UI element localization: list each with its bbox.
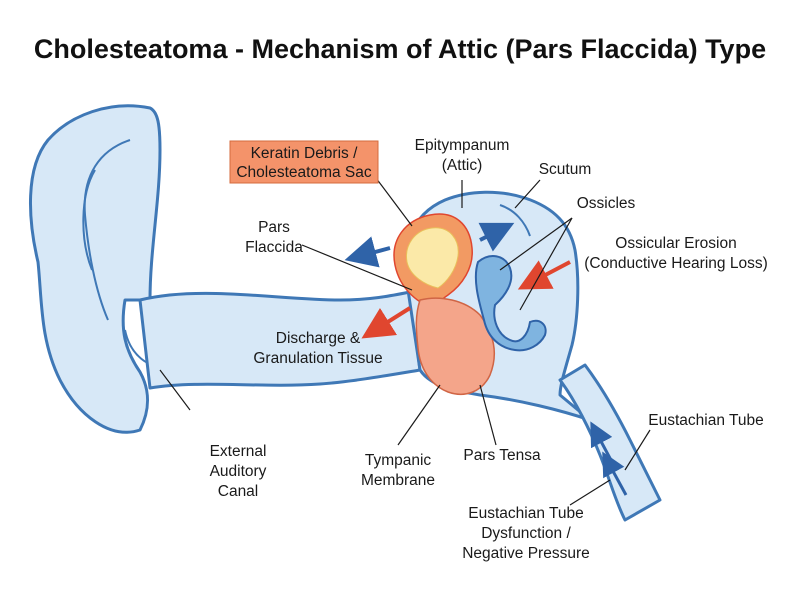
expansion-arrow-left [344,236,391,268]
label-scutum: Scutum [539,161,592,178]
label-keratin-1: Keratin Debris / [251,145,359,162]
tympanic-membrane [415,297,496,396]
eustachian-flow-arrow-1 [602,451,628,496]
pinna [29,104,166,434]
label-ossicular-erosion-2: (Conductive Hearing Loss) [584,255,768,272]
label-tympanic-1: Tympanic [365,452,432,469]
cholesteatoma-sac [393,213,473,309]
label-pars-flaccida-1: Pars [258,219,290,236]
label-etd-1: Eustachian Tube [468,505,583,522]
label-epitympanum-1: Epitympanum [415,137,510,154]
ossicles [474,255,547,352]
expansion-arrow-right [478,222,515,252]
discharge-arrow [361,306,412,339]
label-pars-flaccida-2: Flaccida [245,239,303,256]
label-ossicles: Ossicles [577,195,636,212]
label-etd-3: Negative Pressure [462,545,590,562]
label-keratin-2: Cholesteatoma Sac [236,164,372,181]
label-eac-3: Canal [218,483,259,500]
label-discharge-2: Granulation Tissue [253,350,382,367]
label-ossicular-erosion-1: Ossicular Erosion [615,235,736,252]
label-eac-2: Auditory [210,463,267,480]
eustachian-flow-arrow-2 [590,421,614,463]
scutum [499,204,531,237]
keratin-label-box [229,140,379,184]
label-epitympanum-2: (Attic) [442,157,482,174]
label-etd-2: Dysfunction / [481,525,571,542]
eustachian-tube [558,363,662,522]
label-eustachian-tube: Eustachian Tube [648,412,763,429]
label-pars-tensa: Pars Tensa [463,447,541,464]
label-tympanic-2: Membrane [361,472,435,489]
label-eac-1: External [210,443,267,460]
page-title: Cholesteatoma - Mechanism of Attic (Pars… [34,34,766,64]
label-discharge-1: Discharge & [276,330,361,347]
